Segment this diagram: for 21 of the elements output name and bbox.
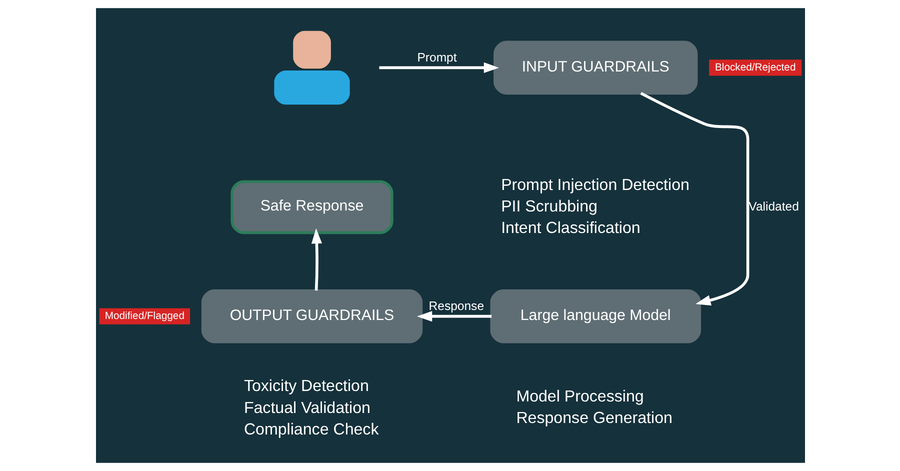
arrow <box>416 311 492 322</box>
node-label: PII Scrubbing <box>500 197 598 216</box>
node-label: Factual Validation <box>243 398 370 417</box>
node-box: Large language Model <box>490 289 701 344</box>
node-label: Response Generation <box>516 409 672 428</box>
node-label: Compliance Check <box>243 420 378 439</box>
node-label: Toxicity Detection <box>243 377 368 396</box>
node-label: Modified/Flagged <box>104 310 184 322</box>
node-label: Blocked/Rejected <box>714 62 796 74</box>
node-label: Prompt Injection Detection <box>500 176 689 194</box>
arrow <box>378 62 499 73</box>
arrow <box>310 228 322 291</box>
node-box: OUTPUT GUARDRAILS <box>200 289 422 344</box>
node-label: Intent Classification <box>500 219 640 238</box>
node-box: Safe Response <box>230 180 393 234</box>
edge-label: Prompt <box>416 50 456 64</box>
node-label: Model Processing <box>516 388 644 406</box>
node-box: INPUT GUARDRAILS <box>493 40 698 95</box>
edge-label: Response <box>428 299 484 314</box>
edge-label: Validated <box>748 199 798 214</box>
arrow <box>640 92 749 306</box>
